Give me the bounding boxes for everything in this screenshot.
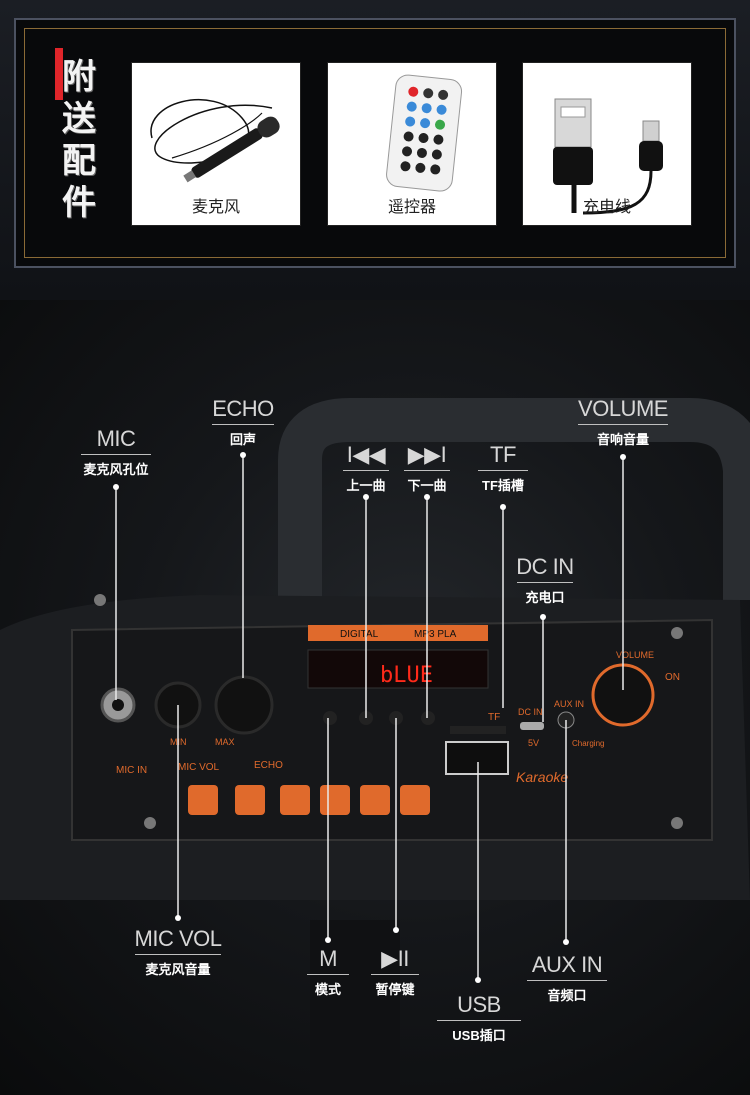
echo-knob [214, 675, 274, 735]
callout-en: ▶II [381, 946, 409, 971]
callout-zh: 暂停键 [375, 982, 415, 997]
callout-en: I◀◀ [346, 442, 386, 467]
callout-volume: VOLUME 音响音量 [568, 396, 678, 448]
callout-zh: 上一曲 [346, 478, 386, 493]
callout-zh: 回声 [229, 432, 256, 447]
accessory-label: 充电线 [582, 199, 631, 216]
callout-mic: MIC 麦克风孔位 [76, 426, 156, 478]
callout-prev: I◀◀ 上一曲 [335, 442, 397, 494]
callout-zh: TF插槽 [482, 478, 524, 493]
title-char: 附 [62, 57, 96, 97]
panel-label: MAX [215, 737, 235, 747]
callout-zh: 模式 [314, 982, 341, 997]
panel-label: MP3 PLA [414, 629, 457, 640]
accessory-card-microphone: 麦克风 [131, 62, 301, 226]
panel-label: ECHO [254, 760, 283, 771]
callout-usb: USB USB插口 [436, 992, 522, 1044]
title-accent-bar [55, 48, 63, 100]
panel-brand: Karaoke [516, 769, 568, 785]
accessory-label: 麦克风 [191, 199, 240, 216]
callout-tf: TF TF插槽 [470, 442, 536, 494]
callout-mic-vol: MIC VOL 麦克风音量 [128, 926, 228, 978]
callout-en: MIC [96, 426, 136, 451]
callout-en: VOLUME [578, 396, 668, 421]
callout-en: M [319, 946, 337, 971]
panel-label: MIC VOL [178, 762, 220, 773]
speaker-illustration: DIGITAL MP3 PLA bLUE MIC IN MIC VOL ECHO… [0, 398, 750, 1095]
accessory-card-remote: 遥控器 [327, 62, 497, 226]
callout-zh: USB插口 [452, 1028, 506, 1043]
panel-label: ON [665, 672, 680, 683]
callout-mode: M 模式 [300, 946, 356, 998]
accessories-title: 附 送 配 件 [62, 58, 106, 222]
title-char: 件 [62, 183, 96, 223]
callout-echo: ECHO 回声 [205, 396, 281, 448]
accessories-section: 附 送 配 件 麦克风 [0, 0, 750, 300]
remote-control-icon [386, 74, 463, 192]
panel-label: TF [488, 712, 500, 723]
callout-en: DC IN [516, 554, 574, 579]
panel-label: Charging [572, 739, 604, 748]
panel-label: MIC IN [116, 765, 147, 776]
usb-cable-icon [553, 98, 663, 215]
callout-zh: 下一曲 [407, 478, 447, 493]
title-char: 送 [62, 99, 96, 139]
callout-en: MIC VOL [134, 926, 222, 951]
panel-label: DIGITAL [340, 629, 379, 640]
microphone-icon [150, 98, 280, 183]
callout-next: ▶▶I 下一曲 [396, 442, 458, 494]
panel-top-strip [308, 625, 488, 641]
accessory-card-cable: 充电线 [522, 62, 692, 226]
callout-zh: 麦克风孔位 [83, 462, 149, 477]
control-panel-scene: DIGITAL MP3 PLA bLUE MIC IN MIC VOL ECHO… [0, 300, 750, 1095]
accessory-label: 遥控器 [387, 199, 436, 216]
led-display-text: bLUE [380, 663, 433, 688]
callout-zh: 充电口 [525, 590, 565, 605]
callout-dc-in: DC IN 充电口 [510, 554, 580, 606]
callout-en: AUX IN [531, 952, 603, 977]
callout-aux-in: AUX IN 音频口 [520, 952, 614, 1004]
panel-label: AUX IN [554, 699, 584, 709]
panel-label: DC IN [518, 707, 543, 717]
title-char: 配 [62, 141, 96, 181]
panel-label: 5V [528, 738, 539, 748]
callout-en: ▶▶I [407, 442, 447, 467]
panel-label: VOLUME [616, 650, 654, 660]
callout-dots [113, 452, 626, 983]
callout-en: TF [490, 442, 516, 467]
callout-zh: 麦克风音量 [145, 962, 211, 977]
callout-lines [115, 455, 624, 980]
callout-en: ECHO [212, 396, 274, 421]
callout-zh: 音频口 [547, 988, 587, 1003]
callout-pause: ▶II 暂停键 [364, 946, 426, 998]
callout-zh: 音响音量 [596, 432, 649, 447]
usb-port [445, 741, 509, 775]
callout-en: USB [457, 992, 501, 1017]
